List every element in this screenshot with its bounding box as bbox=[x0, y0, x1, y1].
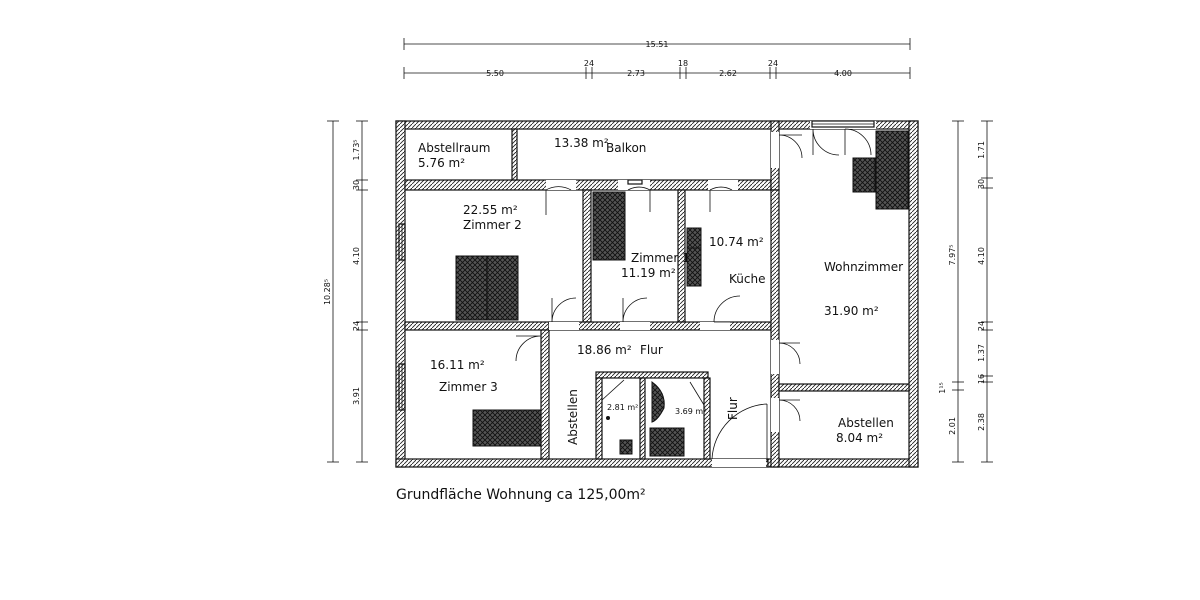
dim-right-7: 2.38 bbox=[977, 413, 986, 431]
room-abstellen-right-name: Abstellen bbox=[838, 416, 894, 430]
dim-right-5: 1.37 bbox=[977, 344, 986, 362]
dim-right-6: 16 bbox=[977, 374, 986, 384]
room-wohnzimmer-area: 31.90 m² bbox=[824, 304, 879, 318]
dim-right-2: 30 bbox=[977, 179, 986, 189]
fixture-dot bbox=[606, 416, 610, 420]
walls bbox=[395, 120, 919, 468]
dim-right-inner-3: 2.01 bbox=[948, 417, 957, 435]
dim-total-width: 15.51 bbox=[646, 40, 669, 49]
room-zimmer2-name: Zimmer 2 bbox=[463, 218, 522, 232]
room-flur-area: 18.86 m² bbox=[577, 343, 632, 357]
dim-seg-5: 2.62 bbox=[719, 69, 737, 78]
dim-seg-1: 5.50 bbox=[486, 69, 504, 78]
dim-left-2: 30 bbox=[352, 180, 361, 190]
windows bbox=[398, 120, 875, 411]
dim-left-total: 10.28⁵ bbox=[323, 279, 332, 305]
dim-left-1: 1.73⁵ bbox=[352, 139, 361, 160]
room-labels: Abstellraum 5.76 m² 13.38 m² Balkon 22.5… bbox=[418, 136, 903, 445]
room-zimmer1-name: Zimmer 1 bbox=[631, 251, 690, 265]
right-dimensions: 7.97⁵ 1¹⁵ 2.01 1.71 30 4.10 24 1.37 16 2… bbox=[938, 120, 993, 463]
floor-area-caption: Grundfläche Wohnung ca 125,00m² bbox=[396, 487, 646, 503]
top-dimensions: 15.51 5.50 24 2.73 18 2.62 24 4.00 bbox=[403, 38, 911, 79]
room-abstellraum-area: 5.76 m² bbox=[418, 156, 465, 170]
room-bad2-area: 3.69 m² bbox=[675, 407, 706, 416]
sink-2 bbox=[651, 381, 665, 423]
dim-seg-4: 18 bbox=[678, 59, 688, 68]
dim-seg-3: 2.73 bbox=[627, 69, 645, 78]
dim-seg-6: 24 bbox=[768, 59, 778, 68]
dim-right-inner-2: 1¹⁵ bbox=[938, 382, 947, 394]
room-zimmer1-area: 11.19 m² bbox=[621, 266, 676, 280]
room-zimmer3-name: Zimmer 3 bbox=[439, 380, 498, 394]
room-zimmer3-area: 16.11 m² bbox=[430, 358, 485, 372]
toilet-1 bbox=[619, 439, 633, 455]
table-wohnzimmer bbox=[852, 157, 876, 193]
dim-left-5: 3.91 bbox=[352, 387, 361, 405]
room-balkon-area: 13.38 m² bbox=[554, 136, 609, 150]
room-zimmer2-area: 22.55 m² bbox=[463, 203, 518, 217]
room-flur-name: Flur bbox=[640, 343, 663, 357]
openings bbox=[546, 121, 876, 467]
doors bbox=[515, 128, 872, 462]
dim-left-3: 4.10 bbox=[352, 247, 361, 265]
room-kueche-area: 10.74 m² bbox=[709, 235, 764, 249]
room-abstellen-left-name: Abstellen bbox=[566, 389, 580, 445]
dim-right-4: 24 bbox=[977, 321, 986, 331]
dim-left-4: 24 bbox=[352, 321, 361, 331]
room-abstellen-right-area: 8.04 m² bbox=[836, 431, 883, 445]
furniture bbox=[455, 130, 909, 457]
bed-zimmer1 bbox=[592, 191, 626, 261]
dim-seg-7: 4.00 bbox=[834, 69, 852, 78]
sofa-wohnzimmer bbox=[875, 130, 909, 210]
room-balkon-name: Balkon bbox=[606, 141, 646, 155]
room-kueche-name: Küche bbox=[729, 272, 765, 286]
dim-right-inner-1: 7.97⁵ bbox=[948, 244, 957, 265]
room-flur2-name: Flur bbox=[726, 397, 740, 420]
dim-seg-2: 24 bbox=[584, 59, 594, 68]
dim-right-3: 4.10 bbox=[977, 247, 986, 265]
shower-2 bbox=[649, 427, 685, 457]
left-dimensions: 10.28⁵ 1.73⁵ 30 4.10 24 3.91 bbox=[323, 120, 368, 463]
kitchen-stove bbox=[686, 227, 702, 249]
bed-zimmer3 bbox=[472, 409, 542, 447]
room-abstellraum-name: Abstellraum bbox=[418, 141, 490, 155]
room-wohnzimmer-name: Wohnzimmer bbox=[824, 260, 903, 274]
dim-right-1: 1.71 bbox=[977, 141, 986, 159]
room-bad1-area: 2.81 m² bbox=[607, 403, 638, 412]
